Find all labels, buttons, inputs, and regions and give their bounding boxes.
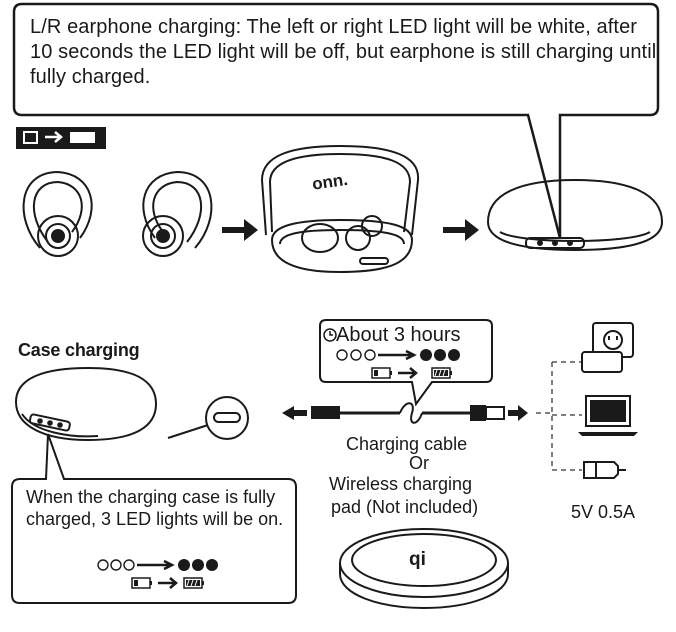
top-callout-text: L/R earphone charging: The left or right…: [30, 16, 657, 88]
wall-outlet-adapter-icon: [581, 322, 634, 373]
top-callout-balloon: [12, 2, 660, 239]
case-charging-case-icon: [14, 366, 158, 442]
power-source-bracket: [536, 361, 582, 471]
led-progress-icon: [336, 349, 460, 361]
arrow-right-icon: [443, 219, 479, 241]
bottom-callout-balloon: [11, 433, 297, 604]
laptop-icon: [578, 395, 638, 436]
arrow-left-icon: [282, 406, 307, 420]
wireless-pad-label-line2: pad (Not included): [331, 497, 479, 517]
time-callout-balloon: [319, 319, 493, 407]
usb-c-port-icon: [167, 396, 249, 440]
closed-charging-case-icon: [486, 178, 664, 252]
arrow-right-icon: [222, 219, 258, 241]
sequence-badge: [16, 127, 106, 149]
svg-text:qi: qi: [409, 549, 426, 570]
battery-progress-icon: [371, 367, 452, 379]
car-charger-icon: [583, 461, 626, 479]
charging-cable-label: Charging cable: [346, 434, 468, 454]
case-charging-title: Case charging: [18, 340, 140, 360]
battery-full-icon: [131, 577, 204, 589]
open-charging-case-icon: [260, 144, 420, 274]
qi-logo-icon: qi: [409, 549, 426, 570]
or-label: Or: [409, 453, 429, 473]
wireless-charging-pad-icon: [339, 528, 509, 610]
charging-cable-icon: [311, 402, 505, 424]
bottom-callout-text: When the charging case is fully charged,…: [26, 487, 284, 529]
clock-icon: [323, 328, 337, 342]
arrow-right-icon: [508, 405, 528, 421]
power-spec-label: 5V 0.5A: [571, 502, 636, 522]
charge-time-label: About 3 hours: [336, 324, 461, 346]
led-full-icon: [97, 559, 218, 571]
earbuds-pair-icon: [22, 170, 213, 257]
case-brand-logo: onn.: [311, 170, 349, 194]
wireless-pad-label-line1: Wireless charging: [329, 474, 473, 494]
